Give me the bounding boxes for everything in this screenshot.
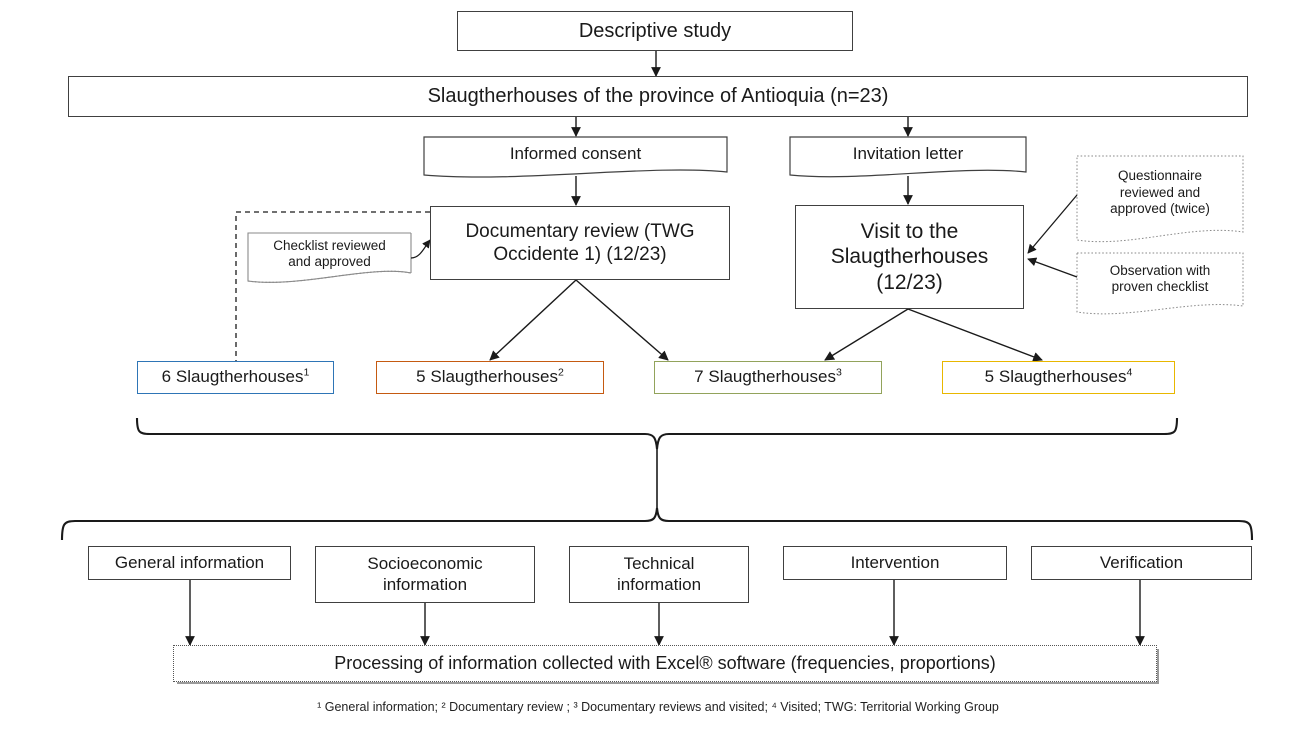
outcome-box-2-label: Slaugtherhouses [425,367,558,387]
outcome-box-3-count: 7 [694,367,704,387]
outcome-box-4-label: Slaugtherhouses [994,367,1127,387]
category-box-socioeconomic-information: Socioeconomic information [315,546,535,603]
outcome-box-1-marker: 1 [303,366,310,379]
category-box-4-line1: Intervention [850,552,940,572]
outcome-box-1: 6 Slaugtherhouses1 [137,361,334,394]
outcome-box-2: 5 Slaugtherhouses2 [376,361,604,394]
callout-observation-line1: Observation with [1109,262,1211,278]
outcome-box-4: 5 Slaugtherhouses4 [942,361,1175,394]
callout-checklist: Checklist reviewed and approved [248,233,411,275]
category-box-verification: Verification [1031,546,1252,580]
node-descriptive-study: Descriptive study [457,11,853,51]
observation-leader [1027,257,1078,278]
category-box-3-line1: Technical [623,553,695,573]
node-documentary-review-line2: Occidente 1) (12/23) [493,244,667,265]
callout-checklist-line2: and approved [288,254,371,269]
outcome-box-3: 7 Slaugtherhouses3 [654,361,882,394]
category-box-intervention: Intervention [783,546,1007,580]
node-visit-slaughterhouses: Visit to the Slaugtherhouses (12/23) [795,205,1024,309]
checklist-leader [410,239,431,259]
node-population: Slaugtherhouses of the province of Antio… [68,76,1248,117]
questionnaire-leader [1027,194,1078,254]
node-processing: Processing of information collected with… [173,645,1157,682]
footnote-text: ¹ General information; ² Documentary rev… [317,700,999,714]
callout-questionnaire-line1: Questionnaire [1117,168,1203,184]
node-invitation-letter: Invitation letter [790,137,1026,171]
category-box-1-line1: General information [114,552,265,572]
node-informed-consent-label: Informed consent [509,143,642,163]
outcome-box-1-text: 6 Slaugtherhouses1 [162,367,310,388]
node-documentary-review: Documentary review (TWG Occidente 1) (12… [430,206,730,280]
footnote: ¹ General information; ² Documentary rev… [0,700,1316,714]
outcome-box-3-marker: 3 [835,366,842,379]
edge-visit-box4 [907,308,1043,362]
node-visit-line1: Visit to the [860,219,959,243]
callout-observation: Observation with proven checklist [1077,253,1243,305]
edge-docreview-box2 [489,279,577,361]
node-visit-line2: Slaugtherhouses [830,245,989,269]
outcome-box-3-label: Slaugtherhouses [703,367,836,387]
category-box-2-line1: Socioeconomic [367,553,483,573]
edge-docreview-box3 [575,279,669,361]
category-box-2-line2: information [382,574,468,594]
outcome-box-3-text: 7 Slaugtherhouses3 [694,367,842,388]
outcome-box-2-count: 5 [416,367,426,387]
callout-checklist-line1: Checklist reviewed [273,237,386,253]
outcome-box-1-count: 6 [161,367,172,387]
node-visit-line3: (12/23) [876,270,943,294]
node-documentary-review-line1: Documentary review (TWG [465,220,695,242]
node-invitation-letter-label: Invitation letter [852,143,964,163]
node-informed-consent: Informed consent [424,137,727,171]
outcome-box-4-marker: 4 [1126,366,1133,379]
outcome-box-2-marker: 2 [557,366,564,379]
outcome-box-2-text: 5 Slaugtherhouses2 [416,367,564,388]
node-population-label: Slaugtherhouses of the province of Antio… [427,85,889,108]
divergence-brace [60,507,1254,541]
callout-observation-line2: proven checklist [1111,279,1209,294]
callout-questionnaire: Questionnaire reviewed and approved (twi… [1077,156,1243,230]
callout-questionnaire-line3: approved (twice) [1110,201,1210,217]
edge-visit-box3 [824,308,909,361]
node-descriptive-study-label: Descriptive study [578,19,732,42]
convergence-brace [135,417,1179,450]
callout-questionnaire-line2: reviewed and [1119,184,1201,200]
category-box-technical-information: Technical information [569,546,749,603]
node-processing-label: Processing of information collected with… [334,653,996,673]
category-box-general-information: General information [88,546,291,580]
category-box-5-line1: Verification [1099,552,1184,572]
outcome-box-1-label: Slaugtherhouses [171,367,304,387]
category-box-3-line2: information [616,574,702,594]
outcome-box-4-text: 5 Slaugtherhouses4 [985,367,1133,388]
outcome-box-4-count: 5 [984,367,995,387]
